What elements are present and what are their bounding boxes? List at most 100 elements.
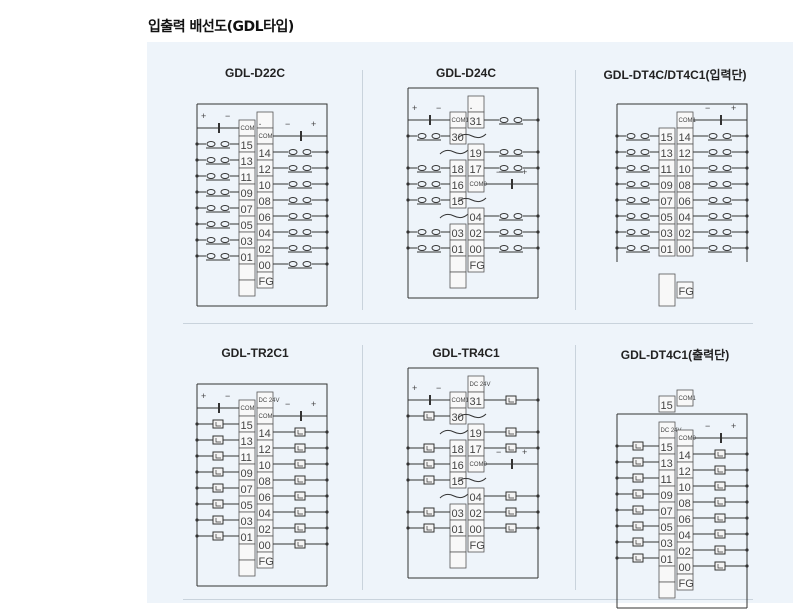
- load-icon: [212, 483, 224, 493]
- load-glyph: [297, 526, 303, 531]
- diagram-svg: COM1513110907050301.COM1412100806040200F…: [195, 103, 329, 307]
- switch-gap: [626, 245, 650, 251]
- load-glyph: [635, 476, 641, 481]
- terminal-label: 15: [661, 400, 673, 412]
- switch-contact-icon: [626, 133, 636, 139]
- terminal-label: 06: [679, 196, 691, 208]
- terminal-label: 01: [661, 554, 673, 566]
- switch-contact-icon: [640, 245, 650, 251]
- terminal-label: 05: [241, 220, 253, 232]
- switch-gap: [708, 149, 732, 155]
- terminal-label: .: [259, 116, 262, 128]
- switch-gap: [417, 133, 441, 139]
- polarity-minus: −: [285, 119, 290, 129]
- switch-gap: [288, 181, 312, 187]
- load-glyph: [426, 526, 432, 531]
- switch-contact-icon: [288, 197, 298, 203]
- terminal-label: 13: [661, 458, 673, 470]
- load-icon: [632, 489, 644, 499]
- switch-contact-icon: [206, 221, 216, 227]
- switch-contact-icon: [626, 213, 636, 219]
- load-glyph: [297, 478, 303, 483]
- terminal-label: 07: [241, 484, 253, 496]
- terminal-label: 14: [259, 428, 271, 440]
- terminal-label: 11: [661, 474, 672, 486]
- switch-contact-icon: [288, 165, 298, 171]
- switch-contact-icon: [513, 245, 523, 251]
- terminal-cell: [449, 271, 467, 289]
- terminal-cell: [256, 551, 274, 569]
- load-icon: [212, 515, 224, 525]
- terminal-label: 07: [661, 506, 673, 518]
- terminal-cell: [676, 281, 694, 299]
- terminal-label: 10: [679, 164, 691, 176]
- switch-contact-icon: [417, 181, 427, 187]
- switch-contact-icon: [708, 181, 718, 187]
- terminal-label: 03: [452, 508, 464, 520]
- switch-contact-icon: [302, 181, 312, 187]
- load-icon: [423, 459, 435, 469]
- terminal-label: 01: [241, 532, 253, 544]
- load-glyph: [635, 540, 641, 545]
- switch-contact-icon: [513, 213, 523, 219]
- load-icon: [714, 561, 726, 571]
- load-icon: [714, 449, 726, 459]
- terminal-label: DC 24V: [470, 382, 491, 388]
- load-glyph: [297, 446, 303, 451]
- column-divider: [575, 70, 576, 310]
- load-glyph: [426, 510, 432, 515]
- switch-contact-icon: [288, 181, 298, 187]
- switch-contact-icon: [206, 157, 216, 163]
- terminal-label: 15: [241, 420, 253, 432]
- switch-gap: [626, 181, 650, 187]
- terminal-label: .: [470, 100, 473, 112]
- terminal-label: 17: [470, 164, 482, 176]
- load-icon: [212, 419, 224, 429]
- load-glyph: [215, 470, 221, 475]
- terminal-label: 03: [661, 538, 673, 550]
- terminal-cell: [238, 543, 256, 561]
- load-icon: [212, 435, 224, 445]
- terminal-label: 16: [452, 460, 464, 472]
- load-icon: [714, 529, 726, 539]
- load-glyph: [297, 542, 303, 547]
- terminal-label: 10: [259, 460, 271, 472]
- switch-contact-icon: [626, 229, 636, 235]
- load-glyph: [297, 510, 303, 515]
- load-icon: [632, 505, 644, 515]
- switch-contact-icon: [302, 213, 312, 219]
- terminal-label: COM1: [452, 398, 470, 404]
- terminal-label: 00: [470, 524, 482, 536]
- frame-top: [616, 103, 748, 120]
- terminal-label: 04: [679, 530, 691, 542]
- load-glyph: [508, 430, 514, 435]
- switch-contact-icon: [302, 165, 312, 171]
- switch-contact-icon: [513, 117, 523, 123]
- load-icon: [632, 441, 644, 451]
- switch-contact-icon: [708, 229, 718, 235]
- load-glyph: [508, 526, 514, 531]
- load-icon: [505, 395, 517, 405]
- load-glyph: [215, 438, 221, 443]
- load-glyph: [717, 564, 723, 569]
- terminal-label: COM: [259, 414, 273, 420]
- load-icon: [714, 545, 726, 555]
- terminal-label: COM1: [452, 118, 470, 124]
- switch-contact-icon: [513, 165, 523, 171]
- terminal-label: 03: [452, 228, 464, 240]
- switch-contact-icon: [288, 149, 298, 155]
- switch-contact-icon: [722, 213, 732, 219]
- column-divider: [362, 70, 363, 310]
- polarity-plus: +: [522, 167, 527, 177]
- terminal-label: 03: [241, 236, 253, 248]
- terminal-label: 08: [679, 498, 691, 510]
- load-icon: [294, 507, 306, 517]
- load-icon: [294, 523, 306, 533]
- switch-gap: [626, 149, 650, 155]
- load-icon: [212, 467, 224, 477]
- switch-contact-icon: [708, 165, 718, 171]
- terminal-label: 31: [470, 396, 482, 408]
- load-icon: [294, 491, 306, 501]
- switch-contact-icon: [431, 133, 441, 139]
- frame-top: [196, 383, 328, 400]
